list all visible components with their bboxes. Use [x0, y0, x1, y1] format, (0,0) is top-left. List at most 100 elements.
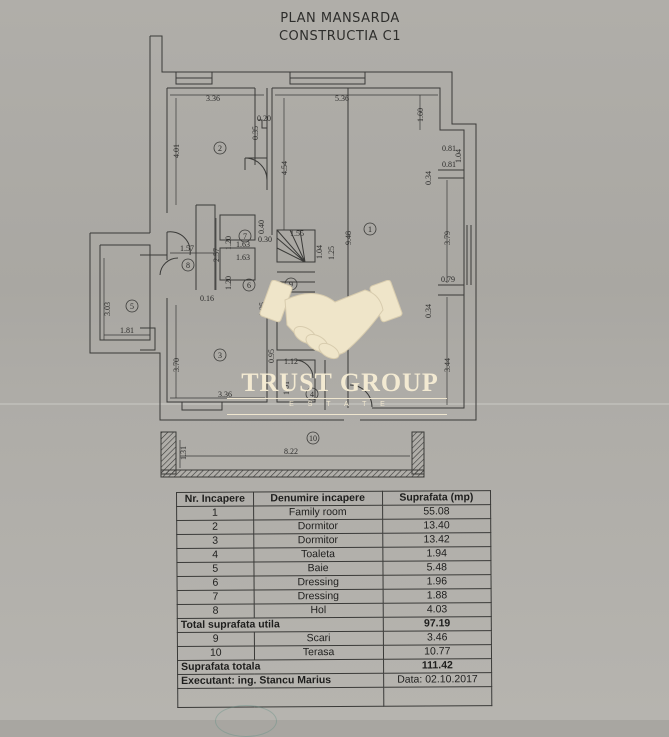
dim-label: 0.30 [258, 235, 272, 244]
room-area: 1.94 [382, 546, 491, 562]
stamp-row [177, 686, 492, 708]
dim-label: 1.25 [327, 246, 336, 260]
table-header-row: Nr. Incapere Denumire incapere Suprafata… [176, 490, 491, 507]
room-nr: 2 [176, 520, 254, 535]
header-name: Denumire incapere [253, 491, 383, 507]
dim-label: 1.04 [315, 245, 324, 259]
room-area: 55.08 [382, 504, 491, 520]
table-row: 4 Toaleta 1.94 [176, 546, 491, 563]
dim-label: 8.22 [284, 447, 298, 456]
dim-label: 3.44 [443, 358, 452, 372]
dim-label: 1.63 [236, 253, 250, 262]
room-area: 5.48 [382, 560, 492, 576]
dim-label: 0.35 [251, 126, 260, 140]
dim-label: 2.57 [212, 248, 221, 262]
plan-title-line1: PLAN MANSARDA [280, 11, 400, 26]
blueprint-paper [0, 0, 669, 720]
dim-label: 1.31 [179, 446, 188, 460]
room-nr: 5 [176, 562, 254, 577]
table-row: 9 Scari 3.46 [177, 630, 492, 647]
dim-label: 1.20 [224, 236, 233, 250]
room-area: 1.96 [382, 574, 492, 590]
dim-label: 1.04 [454, 149, 463, 163]
dim-label: 9.48 [344, 231, 353, 245]
table-row: 7 Dressing 1.88 [177, 588, 492, 605]
room-area: 10.77 [383, 644, 492, 660]
total-value: 111.42 [383, 658, 492, 674]
table-row: 6 Dressing 1.96 [177, 574, 492, 591]
dim-label: 1.55 [290, 229, 304, 238]
room-nr: 7 [177, 590, 254, 605]
room-area: 13.40 [382, 518, 491, 534]
room-name: Toaleta [253, 547, 383, 563]
dim-label: 1.57 [180, 244, 194, 253]
room-number: 9 [289, 280, 293, 289]
room-number: 1 [368, 225, 372, 234]
dim-label: 3.70 [172, 358, 181, 372]
terrace-wall [160, 431, 425, 478]
table-row: 2 Dormitor 13.40 [176, 518, 491, 535]
room-nr: 8 [177, 604, 254, 619]
room-name: Hol [253, 603, 383, 619]
room-number: 4 [310, 390, 314, 399]
room-area: 4.03 [382, 602, 492, 618]
dim-label: 0.20 [257, 114, 271, 123]
dim-label: 5.36 [335, 94, 349, 103]
room-nr: 4 [176, 548, 254, 563]
header-area: Suprafata (mp) [382, 490, 491, 506]
dim-label: 0.95 [267, 349, 276, 363]
room-name: Dormitor [253, 519, 383, 535]
dim-label: 0.81 [442, 160, 456, 169]
room-name: Dressing [253, 589, 383, 605]
dim-label: 0.16 [200, 294, 214, 303]
plan-title-line2: CONSTRUCTIA C1 [278, 29, 401, 44]
room-name: Baie [253, 561, 383, 577]
room-nr: 3 [176, 534, 254, 549]
dim-label: 0.34 [424, 171, 433, 185]
room-nr: 6 [177, 576, 254, 591]
total-util-value: 97.19 [382, 616, 492, 632]
plan-title: PLAN MANSARDA CONSTRUCTIA C1 [240, 10, 440, 46]
room-area: 3.46 [382, 630, 492, 646]
room-number: 6 [247, 281, 251, 290]
dim-label: 1.01 [282, 381, 291, 395]
dim-label: 3.79 [443, 231, 452, 245]
room-number: 7 [243, 232, 247, 241]
table-row: 1 Family room 55.08 [176, 504, 491, 521]
dim-label: 3.03 [103, 302, 112, 316]
watermark-brand: TRUST GROUP [241, 368, 439, 397]
handshake-icon [259, 280, 403, 360]
room-nr: 9 [177, 632, 255, 647]
room-number: 8 [186, 261, 190, 270]
table-row: 8 Hol 4.03 [177, 602, 492, 619]
trust-group-watermark: TRUST GROUP E S T A T E [225, 280, 455, 430]
engineer-stamp [215, 705, 277, 737]
dim-label: 0.34 [424, 304, 433, 318]
room-nr: 10 [177, 646, 255, 661]
dim-label: 4.54 [280, 161, 289, 175]
room-number: 5 [130, 302, 134, 311]
dim-label: 3.36 [218, 390, 232, 399]
table-row: 10 Terasa 10.77 [177, 644, 492, 661]
dim-label: 0.40 [257, 220, 266, 234]
room-area: 13.42 [382, 532, 491, 548]
room-number: 3 [218, 351, 222, 360]
room-name: Scari [253, 631, 384, 647]
total-util-label: Total suprafata utila [177, 617, 383, 633]
total-util-row: Total suprafata utila 97.19 [177, 616, 492, 633]
dim-label: 0.81 [442, 144, 456, 153]
table-row: 3 Dormitor 13.42 [176, 532, 491, 549]
executant-row: Executant: ing. Stancu Marius Data: 02.1… [177, 672, 492, 689]
dim-label: 1.60 [416, 108, 425, 122]
signature-cell [383, 686, 492, 707]
dim-label: 0.79 [441, 275, 455, 284]
watermark-divider [227, 414, 447, 415]
room-nr: 1 [176, 506, 254, 521]
date: Data: 02.10.2017 [383, 672, 492, 688]
room-area: 1.88 [382, 588, 492, 604]
paper-fold [0, 403, 669, 405]
room-name: Dormitor [253, 533, 383, 549]
dim-label: 1.12 [284, 357, 298, 366]
dim-label: 1.81 [120, 326, 134, 335]
room-number: 10 [309, 434, 317, 443]
